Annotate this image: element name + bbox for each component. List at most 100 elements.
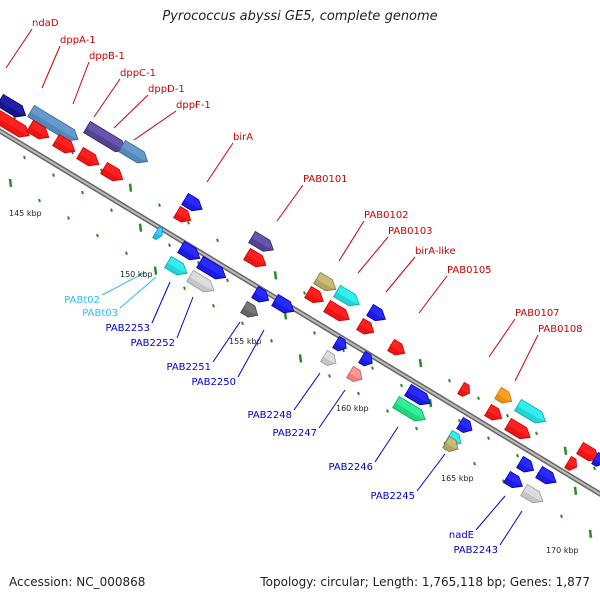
gene-arrow[interactable] bbox=[152, 225, 166, 241]
gene-label-pab0102[interactable]: PAB0102 bbox=[364, 210, 409, 221]
tick-mark bbox=[183, 286, 186, 291]
gene-arrow[interactable] bbox=[248, 230, 277, 255]
genome-backbone bbox=[0, 128, 600, 497]
gene-label-bira-like[interactable]: birA-like bbox=[415, 246, 456, 257]
gene-arrow[interactable] bbox=[333, 284, 363, 310]
gene-arrow[interactable] bbox=[26, 119, 53, 143]
tick-mark bbox=[187, 220, 190, 225]
gene-arrow[interactable] bbox=[387, 338, 408, 358]
gene-arrow[interactable] bbox=[118, 139, 151, 167]
gene-arrow[interactable] bbox=[366, 303, 389, 324]
scale-label: 150 kbp bbox=[120, 270, 153, 279]
gene-arrow[interactable] bbox=[100, 161, 127, 185]
gene-label-pabt03[interactable]: PABt03 bbox=[82, 308, 118, 319]
gene-arrow[interactable] bbox=[442, 435, 462, 454]
gene-arrow[interactable] bbox=[304, 285, 327, 306]
gene-label-pab2246[interactable]: PAB2246 bbox=[328, 462, 373, 473]
gene-arrow[interactable] bbox=[243, 247, 270, 271]
gene-label-dppa-1[interactable]: dppA-1 bbox=[60, 35, 96, 46]
tick-mark bbox=[81, 190, 84, 195]
gene-arrow[interactable] bbox=[164, 255, 191, 279]
gene-label-bira[interactable]: birA bbox=[233, 132, 253, 143]
gene-arrow[interactable] bbox=[358, 350, 376, 368]
gene-arrow[interactable] bbox=[456, 416, 476, 435]
gene-arrow[interactable] bbox=[535, 465, 560, 487]
gene-arrow[interactable] bbox=[196, 255, 229, 283]
gene-arrow[interactable] bbox=[332, 335, 350, 353]
tick-mark bbox=[303, 291, 306, 295]
gene-arrow[interactable] bbox=[516, 455, 537, 475]
gene-label-ndad[interactable]: ndaD bbox=[32, 18, 59, 29]
label-leader-line bbox=[293, 372, 321, 411]
gene-label-pab0108[interactable]: PAB0108 bbox=[538, 324, 583, 335]
gene-arrow[interactable] bbox=[323, 299, 353, 325]
gene-label-pab0105[interactable]: PAB0105 bbox=[447, 265, 492, 276]
gene-arrow[interactable] bbox=[392, 395, 429, 425]
gene-label-pab2250[interactable]: PAB2250 bbox=[191, 377, 236, 388]
gene-arrow[interactable] bbox=[504, 417, 534, 443]
gene-label-pab2247[interactable]: PAB2247 bbox=[272, 428, 317, 439]
gene-arrow[interactable] bbox=[177, 240, 204, 264]
label-leader-line bbox=[514, 334, 539, 382]
gene-arrow[interactable] bbox=[404, 383, 434, 409]
label-leader-line bbox=[41, 45, 61, 89]
gene-arrow[interactable] bbox=[356, 317, 377, 337]
gene-arrow[interactable] bbox=[76, 146, 103, 170]
gene-arrow[interactable] bbox=[0, 93, 29, 121]
gene-arrow[interactable] bbox=[313, 271, 340, 295]
gene-arrow[interactable] bbox=[271, 293, 298, 317]
gene-label-pab2253[interactable]: PAB2253 bbox=[105, 323, 150, 334]
gene-arrow[interactable] bbox=[503, 470, 526, 491]
gene-arrow[interactable] bbox=[173, 205, 194, 225]
gene-arrow[interactable] bbox=[27, 104, 82, 145]
gene-label-pab2248[interactable]: PAB2248 bbox=[247, 410, 292, 421]
tick-mark bbox=[52, 173, 55, 177]
label-leader-lines bbox=[5, 28, 539, 546]
gene-arrow[interactable] bbox=[240, 300, 261, 320]
label-leader-line bbox=[276, 184, 304, 222]
gene-arrow[interactable] bbox=[320, 349, 340, 368]
label-leader-line bbox=[237, 329, 265, 378]
gene-arrow[interactable] bbox=[484, 403, 505, 423]
gene-label-pab2245[interactable]: PAB2245 bbox=[370, 491, 415, 502]
gene-arrow[interactable] bbox=[514, 398, 549, 427]
gene-label-pab2252[interactable]: PAB2252 bbox=[130, 338, 175, 349]
gene-arrow[interactable] bbox=[564, 455, 580, 472]
gene-arrow[interactable] bbox=[186, 269, 218, 296]
tick-mark bbox=[212, 303, 215, 308]
gene-label-pab2251[interactable]: PAB2251 bbox=[166, 362, 211, 373]
gene-label-pab0101[interactable]: PAB0101 bbox=[303, 174, 348, 185]
label-leader-line bbox=[318, 389, 346, 429]
gene-arrow[interactable] bbox=[181, 192, 206, 214]
tick-mark bbox=[448, 378, 451, 383]
gene-label-pabt02[interactable]: PABt02 bbox=[64, 295, 100, 306]
tick-mark bbox=[67, 216, 70, 220]
tick-mark bbox=[516, 453, 519, 458]
tick-marks bbox=[8, 115, 596, 538]
accession-text: Accession: NC_000868 bbox=[9, 575, 146, 589]
tick-mark bbox=[23, 155, 26, 160]
gene-label-pab0107[interactable]: PAB0107 bbox=[515, 308, 560, 319]
gene-arrow[interactable] bbox=[52, 133, 79, 157]
gene-label-pab0103[interactable]: PAB0103 bbox=[388, 226, 433, 237]
gene-arrow[interactable] bbox=[457, 381, 473, 398]
gene-label-dppc-1[interactable]: dppC-1 bbox=[120, 68, 156, 79]
gene-arrow[interactable] bbox=[520, 483, 547, 507]
gene-arrow[interactable] bbox=[0, 108, 33, 141]
gene-label-dppf-1[interactable]: dppF-1 bbox=[176, 100, 211, 111]
label-leader-line bbox=[475, 495, 506, 531]
scale-label: 155 kbp bbox=[229, 337, 262, 346]
gene-label-pab2243[interactable]: PAB2243 bbox=[453, 545, 498, 556]
tick-mark bbox=[588, 529, 593, 538]
gene-label-nade[interactable]: nadE bbox=[449, 530, 474, 541]
gene-label-dppb-1[interactable]: dppB-1 bbox=[89, 51, 125, 62]
label-leader-line bbox=[357, 236, 389, 274]
label-leader-line bbox=[93, 78, 121, 118]
gene-arrow[interactable] bbox=[346, 365, 366, 384]
tick-mark bbox=[313, 331, 316, 335]
gene-arrow[interactable] bbox=[251, 285, 272, 305]
label-leader-line bbox=[418, 275, 448, 314]
gene-arrow[interactable] bbox=[494, 386, 515, 406]
gene-label-dppd-1[interactable]: dppD-1 bbox=[148, 84, 185, 95]
